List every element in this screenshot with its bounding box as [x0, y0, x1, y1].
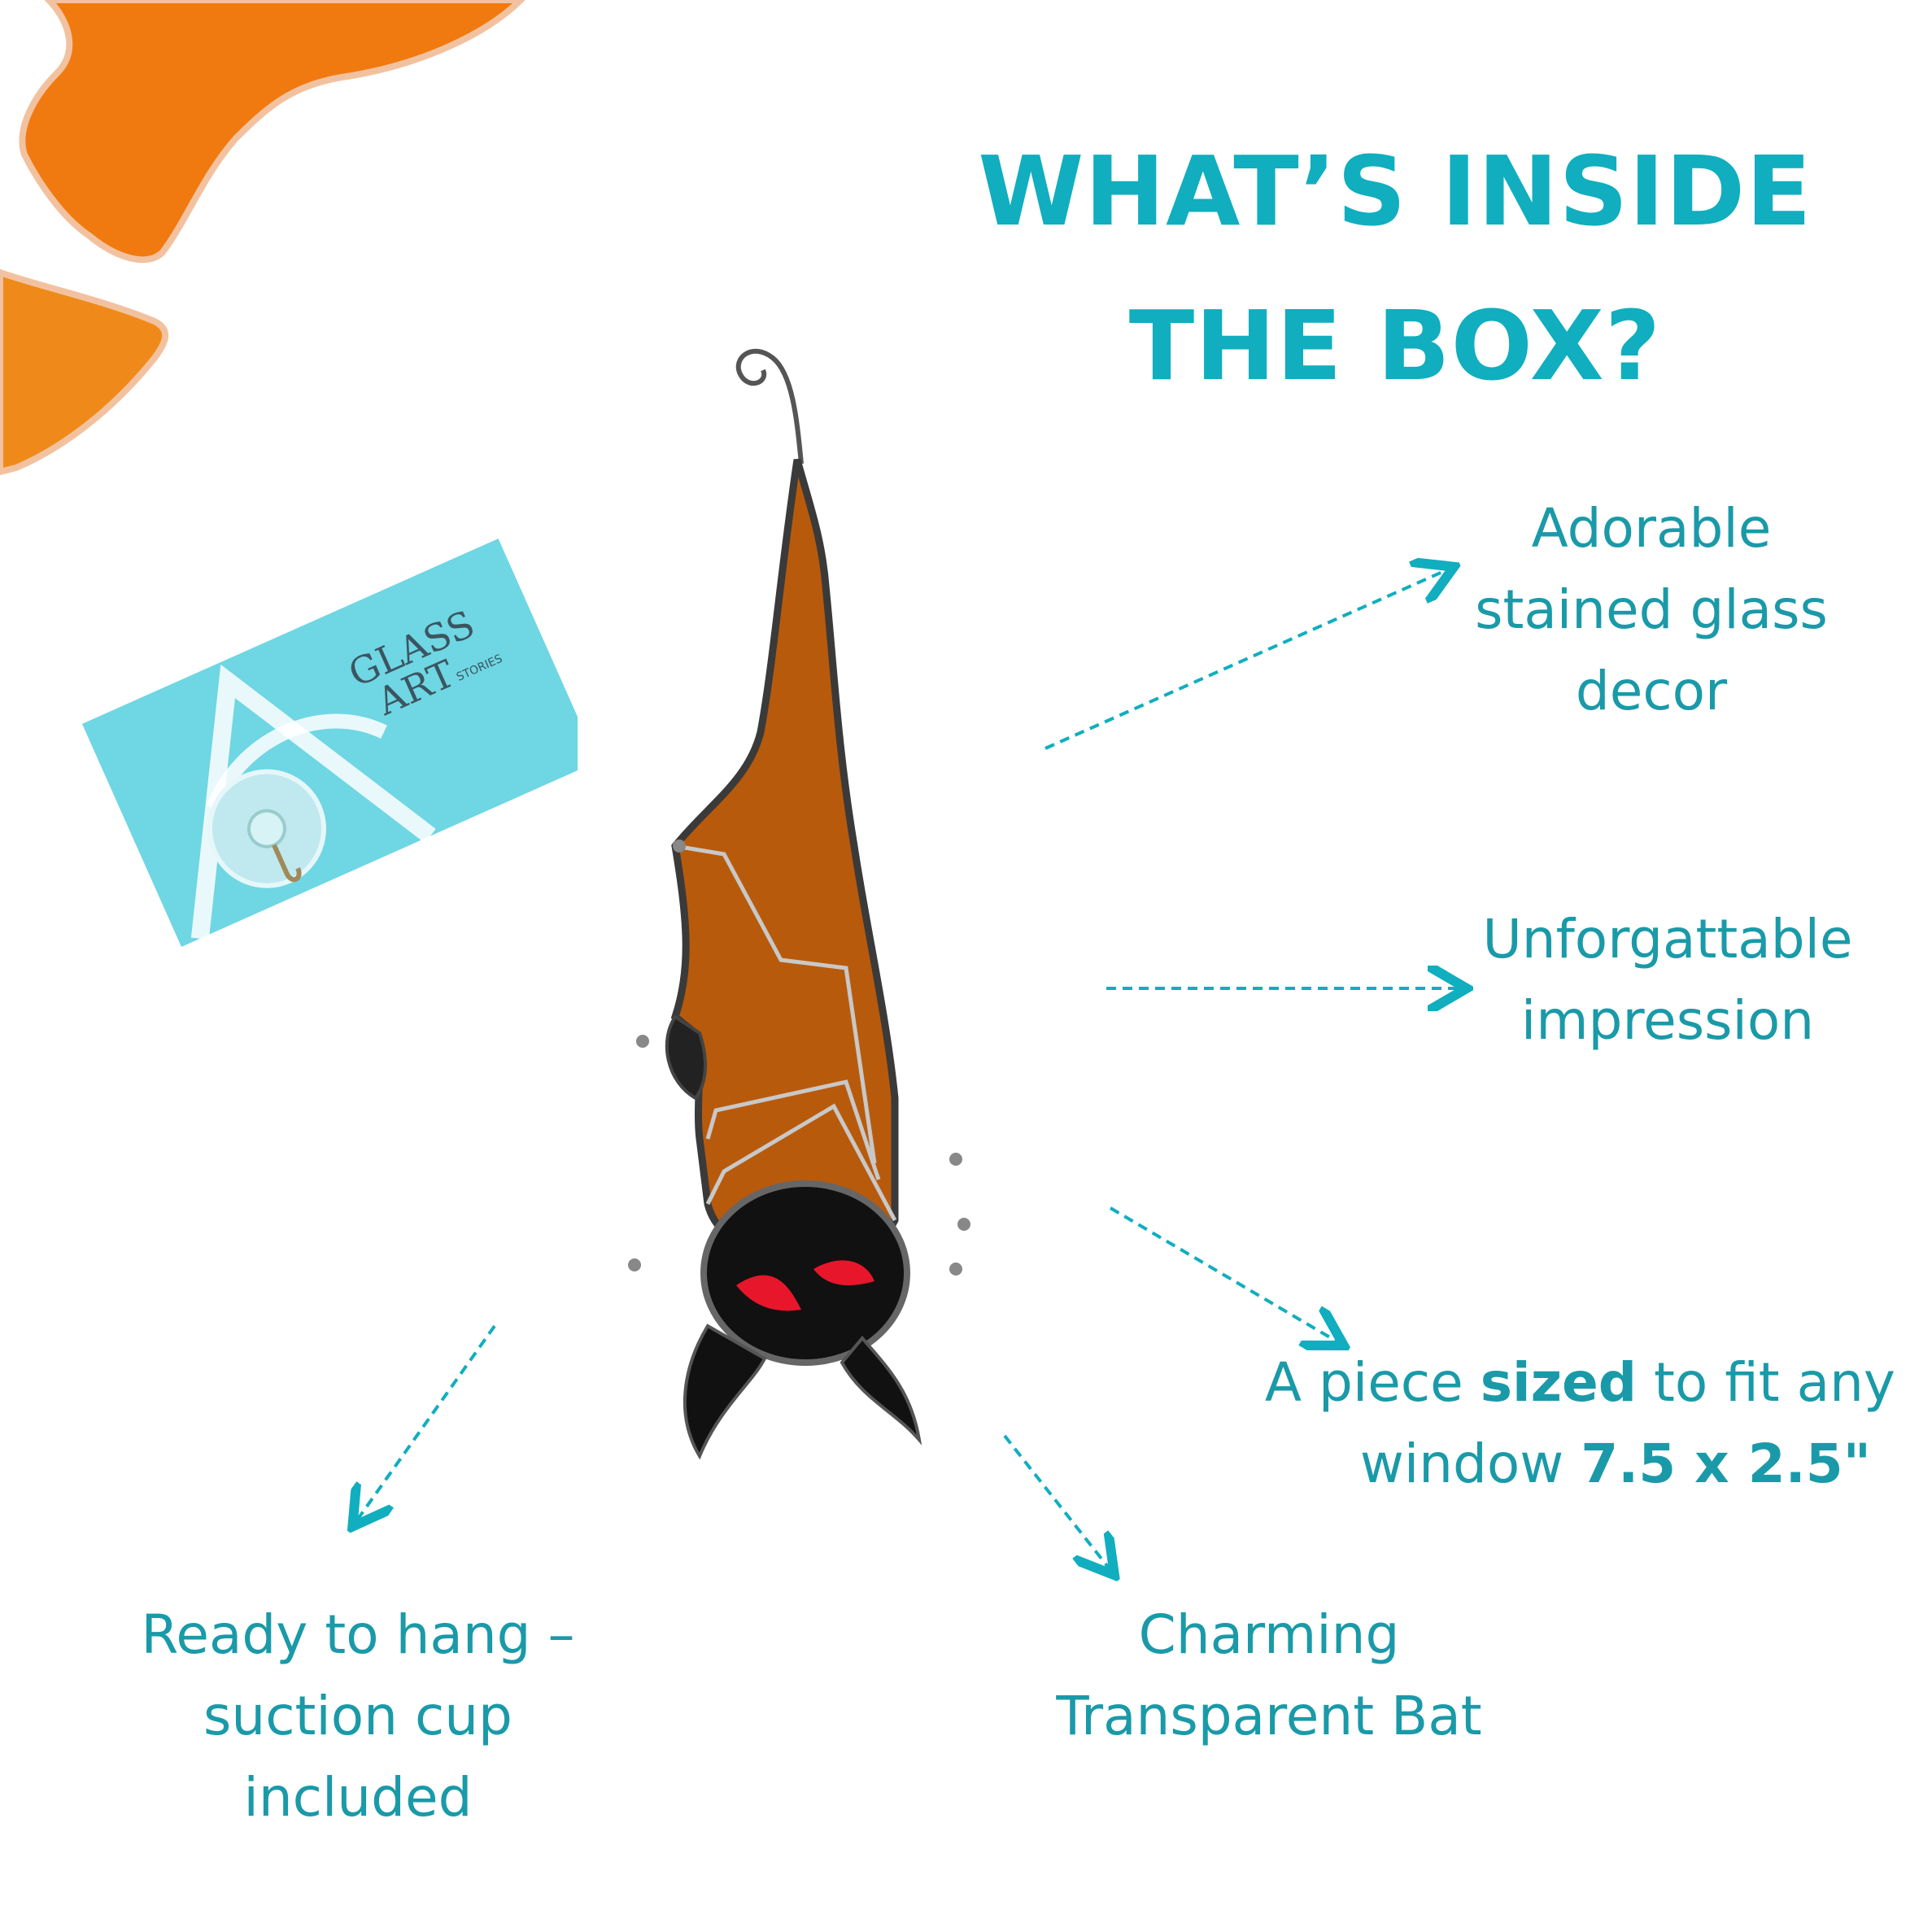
bat-figure — [628, 348, 970, 1460]
feature-bat: Charming Transparent Bat — [1056, 1603, 1482, 1747]
page-title: WHAT’S INSIDE THE BOX? — [944, 114, 1847, 423]
title-line-1: WHAT’S INSIDE — [978, 135, 1812, 247]
feature-size: A piece sized to fit any window 7.5 x 2.… — [1264, 1351, 1895, 1495]
feature-decor: Adorable stained glass decor — [1475, 497, 1828, 722]
title-line-2: THE BOX? — [1128, 290, 1662, 402]
arrow-to-size — [1109, 1206, 1338, 1342]
arrow-to-hang — [356, 1324, 496, 1521]
feature-impression: Unforgattable impression — [1482, 908, 1853, 1052]
arrow-to-bat — [1003, 1434, 1110, 1570]
arrow-to-decor — [1045, 569, 1448, 750]
brand-card: GLASS ART STORIES — [81, 539, 578, 947]
feature-hang: Ready to hang – suction cup included — [141, 1603, 575, 1829]
